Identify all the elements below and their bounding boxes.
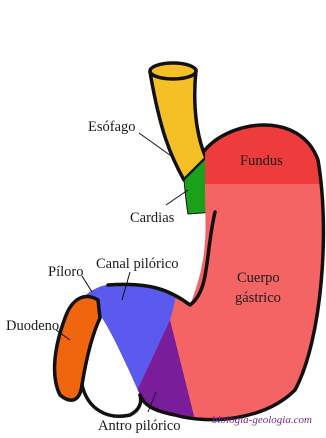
pointer-cardias xyxy=(166,190,188,205)
label-fundus: Fundus xyxy=(240,153,283,169)
credit-text: biologia-geologia.com xyxy=(212,414,312,426)
label-piloro: Píloro xyxy=(48,264,83,280)
pointer-piloro xyxy=(82,276,92,292)
label-antro-pilorico: Antro pilórico xyxy=(98,418,181,434)
label-cardias: Cardias xyxy=(130,210,175,226)
esofago-opening xyxy=(150,63,196,79)
esofago-tube xyxy=(150,70,206,180)
label-cuerpo-line2: gástrico xyxy=(235,290,281,306)
duodeno-inner-curve xyxy=(82,385,141,416)
duodeno-region xyxy=(55,297,100,401)
esofago-region xyxy=(150,63,206,180)
label-cuerpo-line1: Cuerpo xyxy=(237,270,280,286)
label-duodeno: Duodeno xyxy=(6,318,59,334)
label-canal-pilorico: Canal pilórico xyxy=(96,256,179,272)
label-esofago: Esófago xyxy=(88,119,136,135)
